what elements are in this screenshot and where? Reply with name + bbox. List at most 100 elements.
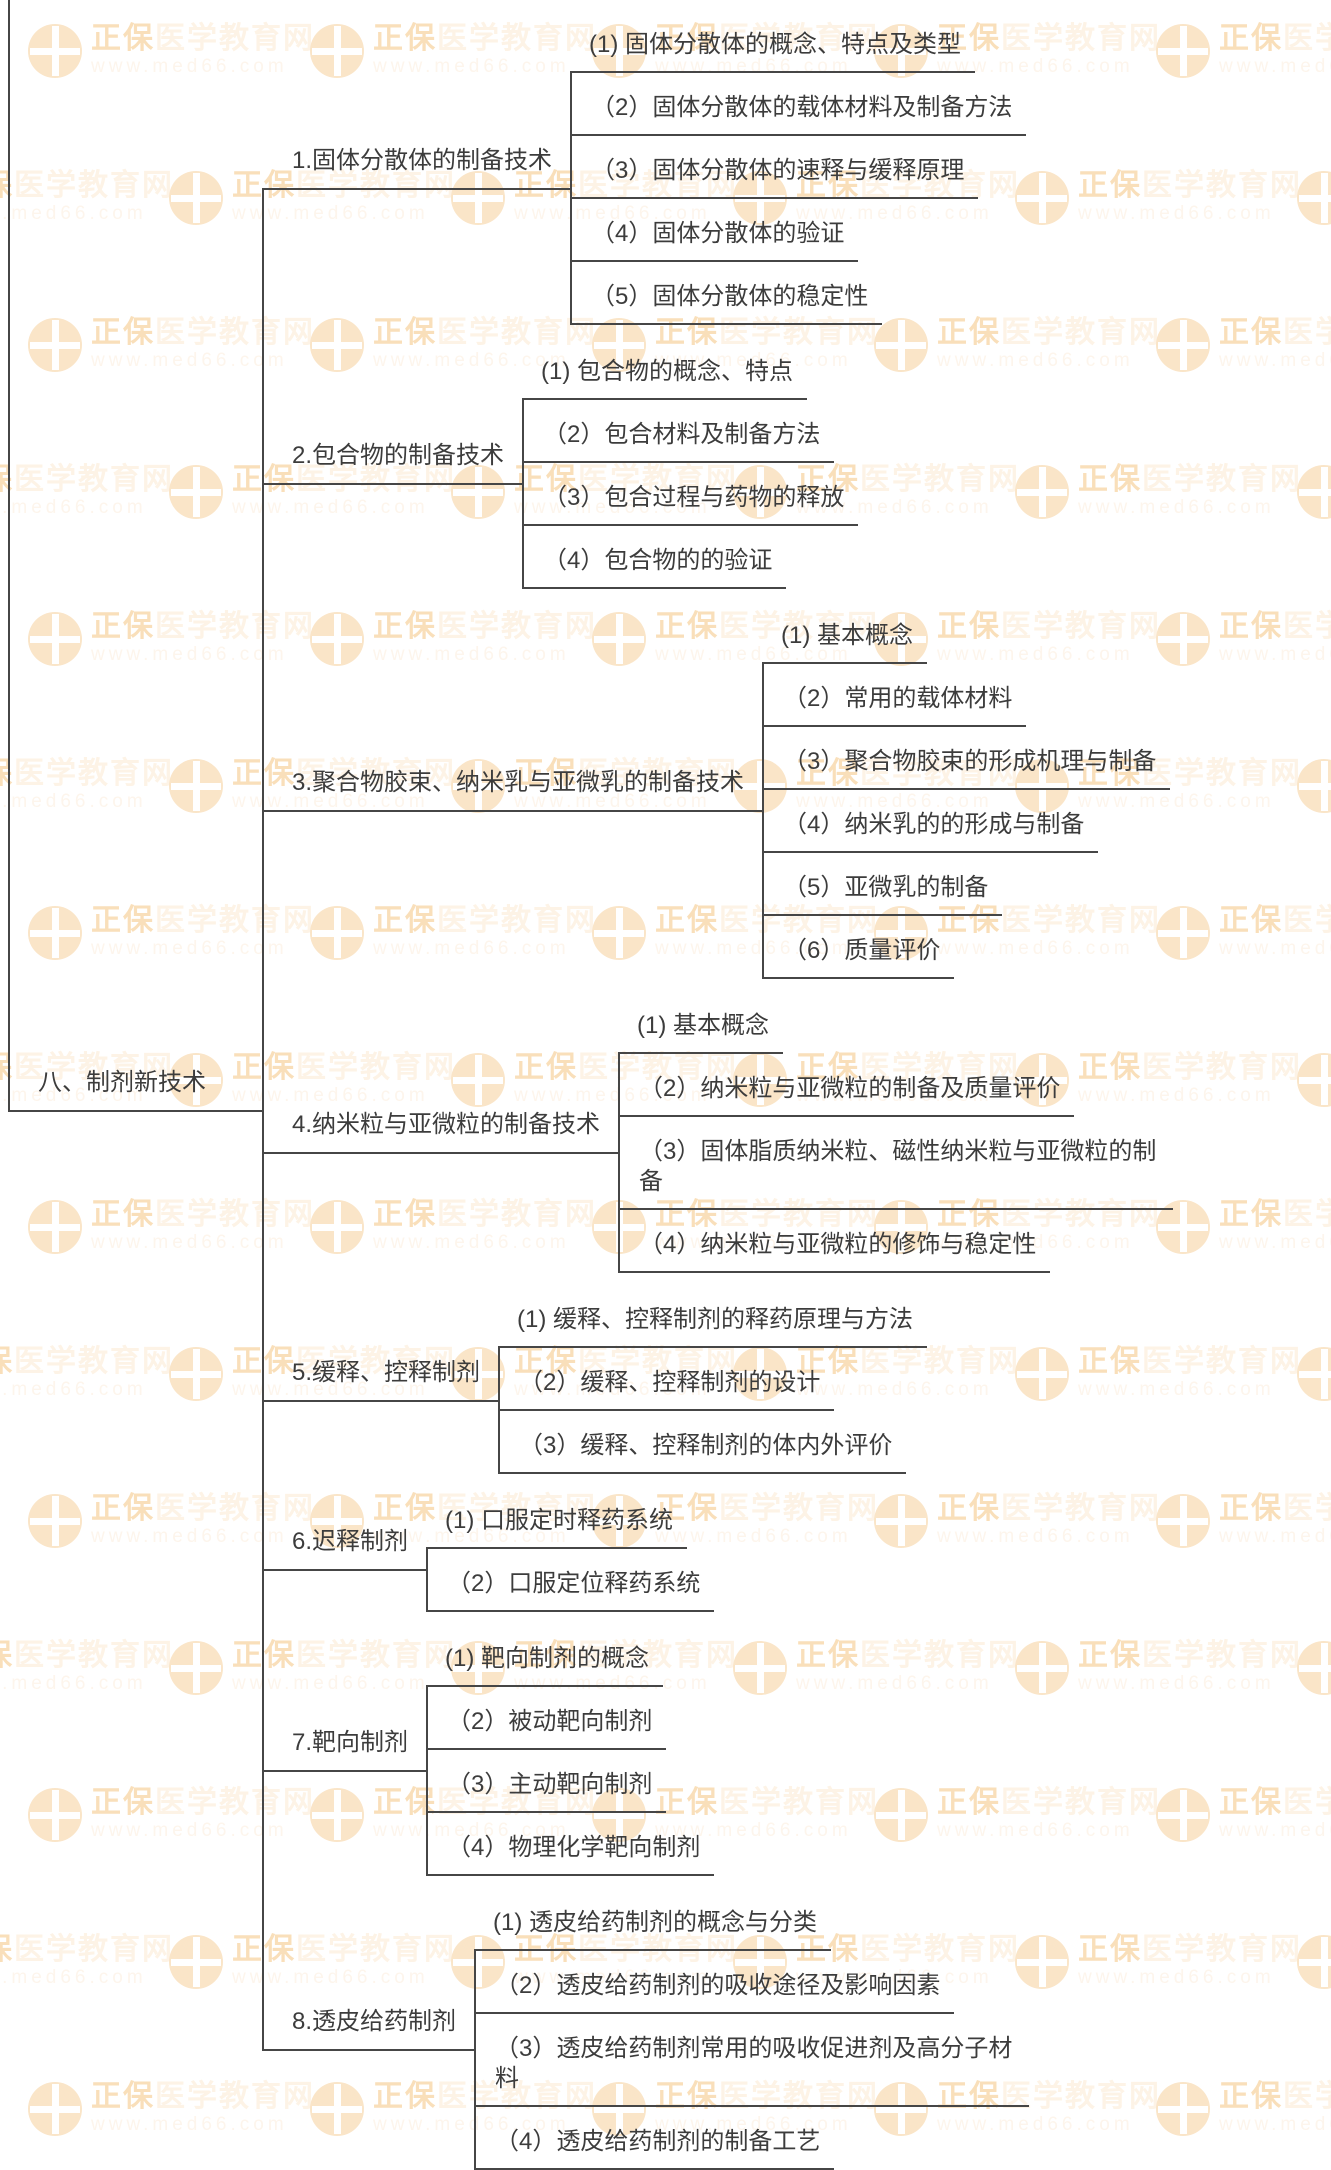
watermark-brand-highlight: 正保 <box>796 1345 860 1378</box>
branch-node-label: 8.透皮给药制剂 <box>292 2008 457 2035</box>
watermark-url: www.med66.com <box>514 497 711 518</box>
leaf-node: （2）包合材料及制备方法 <box>522 400 835 463</box>
watermark-brand-highlight: 正保 <box>937 1786 1001 1819</box>
watermark-brand: 正保医学教育网 <box>0 1639 174 1672</box>
watermark-brand-highlight: 正保 <box>1219 2080 1283 2113</box>
watermark-brand: 正保医学教育网 <box>796 1345 1020 1378</box>
leaf-node-label: (1) 包合物的概念、特点 <box>541 358 794 385</box>
med66-logo-icon <box>1156 1494 1210 1548</box>
watermark-brand-rest: 医学教育网 <box>296 1345 456 1378</box>
branch-node: 1.固体分散体的制备技术 <box>262 146 571 190</box>
watermark-brand: 正保医学教育网 <box>0 169 174 202</box>
watermark-url: www.med66.com <box>0 1673 147 1694</box>
watermark-brand-rest: 医学教育网 <box>296 757 456 790</box>
watermark-brand: 正保医学教育网 <box>655 22 879 55</box>
branch-row: 3.聚合物胶束、纳米乳与亚微乳的制备技术(1) 基本概念（2）常用的载体材料（3… <box>262 589 1171 979</box>
watermark-brand-highlight: 正保 <box>655 2080 719 2113</box>
watermark-url: www.med66.com <box>0 497 147 518</box>
leaf-node: （3）固体分散体的速释与缓释原理 <box>570 136 979 199</box>
med66-logo-icon <box>874 1788 928 1842</box>
leaf-node: (1) 基本概念 <box>618 991 784 1054</box>
watermark-url: www.med66.com <box>796 791 993 812</box>
watermark-url: www.med66.com <box>0 1379 147 1400</box>
watermark-url: www.med66.com <box>796 1673 993 1694</box>
watermark-brand-highlight: 正保 <box>796 463 860 496</box>
branch-node-label: 4.纳米粒与亚微粒的制备技术 <box>292 1111 601 1138</box>
watermark-url: www.med66.com <box>91 1526 288 1547</box>
leaf-children: (1) 基本概念（2）常用的载体材料（3）聚合物胶束的形成机理与制备（4）纳米乳… <box>762 601 1171 979</box>
watermark-brand-rest: 医学教育网 <box>155 1786 315 1819</box>
watermark-brand-highlight: 正保 <box>796 1639 860 1672</box>
leaf-node-label: (1) 基本概念 <box>637 1012 770 1039</box>
watermark-brand: 正保医学教育网 <box>373 610 597 643</box>
watermark-brand: 正保医学教育网 <box>796 1051 1020 1084</box>
watermark-brand-highlight: 正保 <box>1078 463 1142 496</box>
watermark-brand-rest: 医学教育网 <box>437 610 597 643</box>
leaf-node: （4）物理化学靶向制剂 <box>426 1813 715 1876</box>
watermark-brand: 正保医学教育网 <box>91 316 315 349</box>
med66-logo-icon <box>310 612 364 666</box>
watermark-brand-rest: 医学教育网 <box>437 1492 597 1525</box>
watermark-brand: 正保医学教育网 <box>91 904 315 937</box>
watermark-url: www.med66.com <box>91 1232 288 1253</box>
watermark-brand-rest: 医学教育网 <box>296 1051 456 1084</box>
med66-logo-icon <box>592 1494 646 1548</box>
watermark-brand-rest: 医学教育网 <box>1001 1198 1161 1231</box>
watermark-url: www.med66.com <box>655 1526 852 1547</box>
branch-row: 1.固体分散体的制备技术(1) 固体分散体的概念、特点及类型（2）固体分散体的载… <box>262 10 1027 325</box>
leaf-node: （2）透皮给药制剂的吸收途径及影响因素 <box>474 1951 955 2014</box>
watermark-brand: 正保医学教育网 <box>514 169 738 202</box>
leaf-node: （3）固体脂质纳米粒、磁性纳米粒与亚微粒的制备 <box>618 1117 1174 1210</box>
watermark-brand-rest: 医学教育网 <box>719 1198 879 1231</box>
watermark-brand-rest: 医学教育网 <box>719 610 879 643</box>
watermark-brand-highlight: 正保 <box>937 610 1001 643</box>
watermark-brand-rest: 医学教育网 <box>296 169 456 202</box>
watermark-brand: 正保医学教育网 <box>232 1345 456 1378</box>
watermark-url: www.med66.com <box>91 644 288 665</box>
watermark-brand-highlight: 正保 <box>655 316 719 349</box>
watermark-brand-rest: 医学教育网 <box>860 463 1020 496</box>
leaf-node-label: （5）固体分散体的稳定性 <box>591 283 869 310</box>
watermark-brand-rest: 医学教育网 <box>1001 22 1161 55</box>
watermark-url: www.med66.com <box>796 1967 993 1988</box>
watermark-url: www.med66.com <box>91 1820 288 1841</box>
watermark-url: www.med66.com <box>514 1085 711 1106</box>
leaf-children: (1) 口服定时释药系统（2）口服定位释药系统 <box>426 1486 715 1612</box>
med66-logo-icon <box>1297 465 1331 519</box>
leaf-node: （2）口服定位释药系统 <box>426 1549 715 1612</box>
med66-logo-icon <box>874 1494 928 1548</box>
med66-logo-icon <box>310 318 364 372</box>
watermark-brand-rest: 医学教育网 <box>14 463 174 496</box>
leaf-node: (1) 缓释、控释制剂的释药原理与方法 <box>498 1285 928 1348</box>
watermark-url: www.med66.com <box>373 350 570 371</box>
watermark-brand-highlight: 正保 <box>796 757 860 790</box>
watermark-url: www.med66.com <box>232 1967 429 1988</box>
leaf-node-label: （5）亚微乳的制备 <box>783 874 989 901</box>
watermark-url: www.med66.com <box>937 350 1134 371</box>
watermark-brand-rest: 医学教育网 <box>1283 1786 1331 1819</box>
